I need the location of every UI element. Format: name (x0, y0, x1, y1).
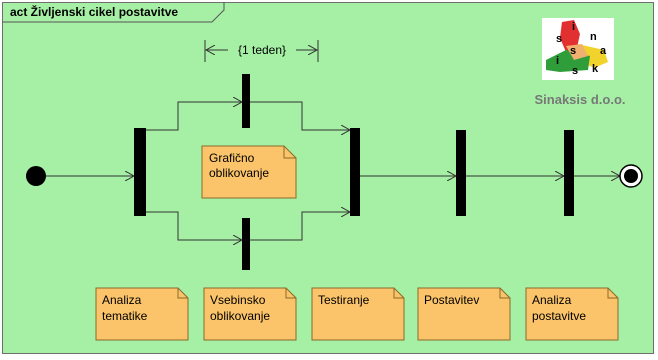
timing-constraint (204, 40, 319, 62)
note-text-line1: Testiranje (318, 293, 370, 307)
logo-letter: a (600, 45, 607, 57)
control-flows (44, 102, 620, 240)
note-text-line2: postavitve (532, 309, 586, 323)
logo-letter: n (590, 31, 597, 43)
note-text-line1: Analiza (102, 293, 142, 307)
note-analiza-postavitve: Analiza postavitve (525, 287, 619, 341)
final-node (619, 164, 643, 188)
join-bar (350, 128, 360, 216)
logo-letter: s (556, 33, 562, 45)
logo-letter: s (570, 45, 576, 57)
timing-label: {1 teden} (238, 43, 286, 57)
note-text-line1: Grafično (209, 151, 255, 165)
frame-tab-outline (2, 2, 225, 23)
lower-parallel-bar (242, 218, 250, 270)
sync-bar-4 (564, 130, 574, 216)
note-graficno-oblikovanje: Grafično oblikovanje (201, 145, 297, 199)
logo-letter: i (556, 55, 559, 67)
frame-title: act Življenski cikel postavitve (10, 5, 179, 19)
note-text-line1: Vsebinsko (210, 293, 266, 307)
note-postavitev: Postavitev (417, 287, 511, 341)
note-text-line2: tematike (102, 309, 148, 323)
logo-letter: i (572, 21, 575, 33)
logo-letter: s (572, 65, 578, 77)
initial-node (26, 166, 46, 186)
upper-parallel-bar (242, 74, 250, 128)
sinaksis-logo: s i n a k s i s Sinaksis d.o.o. (534, 18, 626, 107)
hands-logo-icon (546, 20, 608, 72)
sync-bar-3 (456, 130, 466, 216)
note-vsebinsko-oblikovanje: Vsebinsko oblikovanje (203, 287, 297, 341)
frame-title-tab: act Življenski cikel postavitve (2, 2, 225, 23)
note-analiza-tematike: Analiza tematike (95, 287, 189, 341)
flow-upper-bar-to-join (250, 101, 350, 130)
logo-letter: k (592, 63, 599, 75)
fork-bar (134, 128, 146, 216)
note-text-line2: oblikovanje (210, 309, 270, 323)
note-text-line2: oblikovanje (209, 166, 269, 180)
note-testiranje: Testiranje (311, 287, 405, 341)
flow-lower-bar-to-join (250, 212, 350, 241)
note-text-line1: Analiza (532, 293, 572, 307)
note-text-line1: Postavitev (424, 293, 479, 307)
flow-fork-to-lower-bar (146, 211, 242, 240)
logo-caption: Sinaksis d.o.o. (534, 92, 625, 107)
flow-fork-to-upper-bar (146, 102, 242, 131)
